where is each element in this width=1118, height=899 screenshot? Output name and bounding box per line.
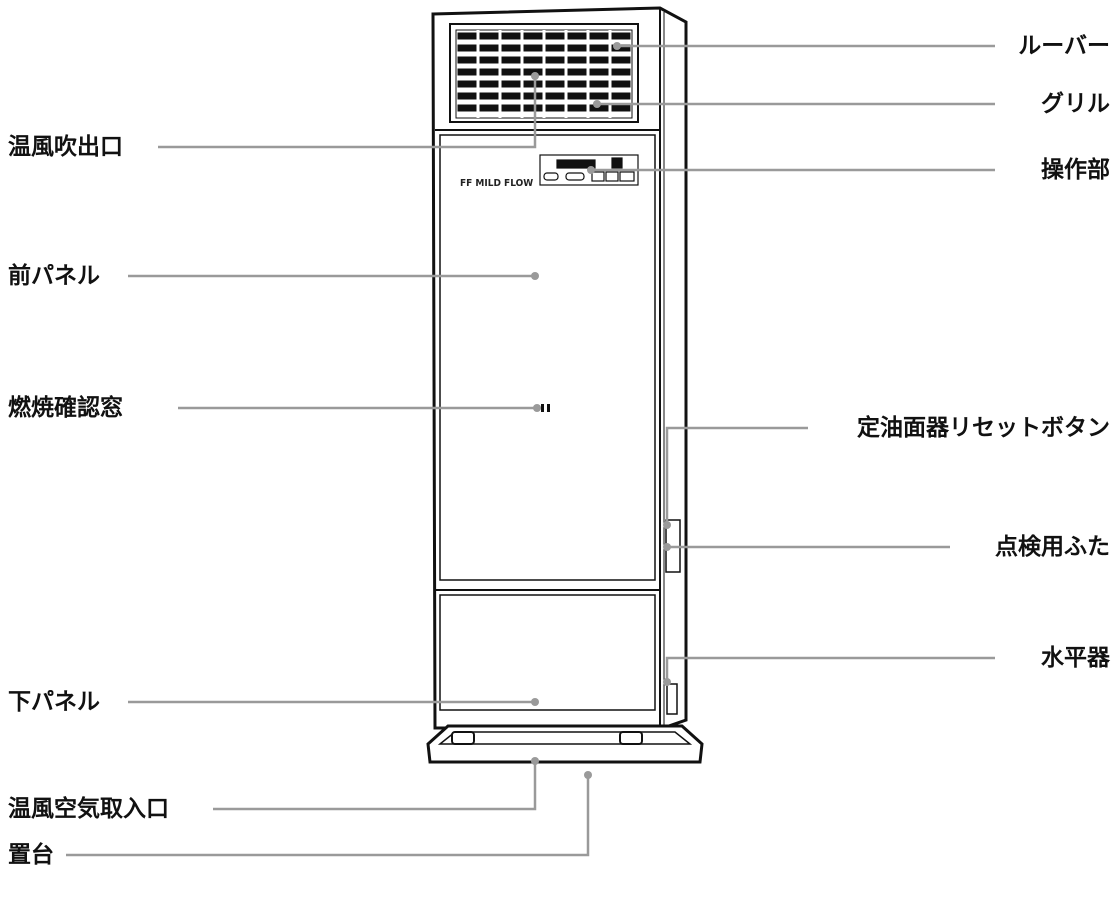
label-front-panel: 前パネル: [8, 263, 100, 289]
label-stand: 置台: [8, 842, 54, 868]
brand-label: FF MILD FLOW: [460, 178, 534, 189]
label-grille: グリル: [1041, 91, 1110, 117]
leader-lines: [66, 44, 995, 857]
label-level: 水平器: [1041, 645, 1110, 671]
label-flame-window: 燃焼確認窓: [8, 395, 123, 421]
label-control-panel: 操作部: [1041, 157, 1110, 183]
label-warm-air-outlet: 温風吹出口: [8, 134, 123, 160]
flame-window: [541, 404, 550, 412]
leader-dots: [531, 42, 671, 779]
label-louver: ルーバー: [1018, 33, 1110, 59]
label-oil-reset-button: 定油面器リセットボタン: [857, 415, 1110, 441]
heater-cabinet: [431, 6, 688, 730]
label-lower-panel: 下パネル: [8, 689, 100, 715]
grille: [455, 29, 633, 119]
stand-base: [426, 724, 704, 764]
label-air-intake: 温風空気取入口: [8, 796, 169, 822]
label-inspection-cover: 点検用ふた: [995, 534, 1110, 560]
